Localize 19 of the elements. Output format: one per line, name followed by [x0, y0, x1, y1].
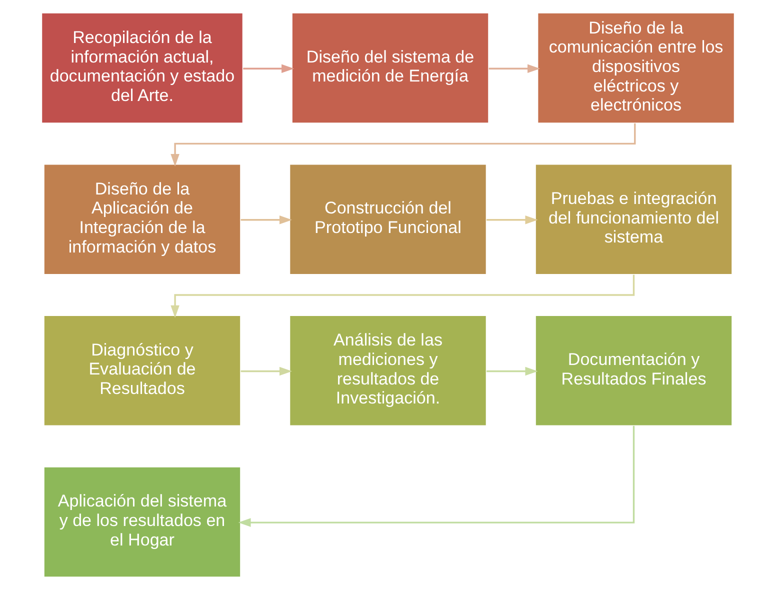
node-box: Recopilación de la información actual, documentación y estado del Arte.	[40, 12, 243, 124]
arrow	[238, 426, 634, 527]
arrow	[240, 216, 292, 224]
node-box: Aplicación del sistema y de los resultados en el Hogar	[42, 466, 241, 578]
node-box: Diseño de la Aplicación de Integración de la información y datos	[42, 164, 241, 276]
node-box: Construcción del Prototipo Funcional	[288, 164, 486, 276]
arrow	[242, 64, 294, 73]
node-box: Diseño de la comunicación entre los dispositivos eléctricos y electrónicos	[536, 12, 735, 124]
arrow	[170, 123, 636, 167]
node-box: Pruebas e integración del funcionamiento del sistema	[534, 164, 732, 276]
node-box: Diagnóstico y Evaluación de Resultados	[42, 314, 241, 426]
node-box: Análisis de las mediciones y resultados de Investigación.	[288, 314, 486, 426]
node-box: Diseño del sistema de medición de Energía	[290, 12, 489, 124]
arrow	[486, 216, 538, 224]
arrow	[488, 64, 540, 73]
arrow	[170, 274, 634, 318]
node-box: Documentación y Resultados Finales	[534, 314, 732, 426]
arrow	[486, 366, 538, 376]
arrow	[240, 366, 292, 376]
